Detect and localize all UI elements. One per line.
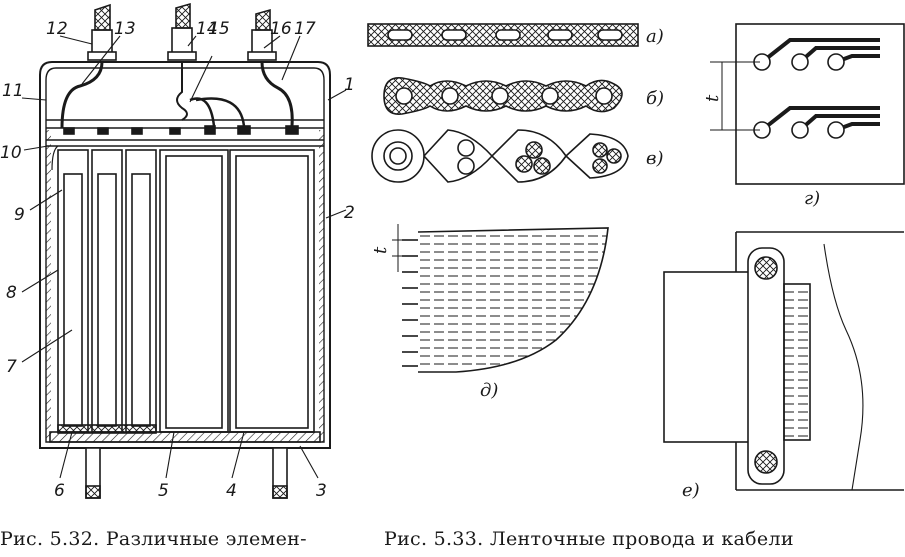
sublabels: а) б) в) г) д) е) t t (370, 26, 820, 501)
callout-6: 6 (54, 481, 65, 501)
pitch-label-g: t (702, 94, 723, 102)
sublabel-b: б) (646, 88, 664, 109)
callout-12: 12 (46, 19, 68, 39)
terminals (87, 2, 277, 61)
callout-1: 1 (344, 75, 355, 95)
callout-4: 4 (226, 481, 237, 501)
callout-3: 3 (316, 481, 327, 501)
sublabel-g: г) (804, 188, 820, 209)
pcb-panel (710, 23, 905, 185)
callout-11: 11 (2, 81, 24, 101)
ribbon-flat (367, 23, 639, 47)
callout-10: 10 (0, 143, 22, 163)
sublabel-v: в) (646, 148, 664, 169)
callout-5: 5 (158, 481, 169, 501)
callout-16: 16 (270, 19, 292, 39)
callout-2: 2 (344, 203, 355, 223)
ribbon-fanout (392, 224, 609, 373)
ribbon-beaded (383, 77, 623, 115)
callout-15: 15 (208, 19, 230, 39)
pitch-label-d: t (370, 246, 391, 254)
callout-numbers: 12 13 14 15 16 17 11 1 10 9 2 8 7 6 5 4 … (0, 19, 355, 501)
figure-caption-left: Рис. 5.32. Различные элемен- (0, 528, 307, 550)
tube-cells (57, 149, 157, 434)
callout-9: 9 (14, 205, 25, 225)
callout-17: 17 (294, 19, 316, 39)
callout-14: 14 (196, 19, 218, 39)
callout-7: 7 (6, 357, 17, 377)
figure-caption-right: Рис. 5.33. Ленточные провода и кабели (384, 528, 794, 550)
ribbon-twisted (371, 129, 629, 183)
sublabel-e: е) (682, 480, 700, 501)
housing-drawing (21, 2, 347, 499)
connector-bracket (663, 231, 904, 491)
callout-8: 8 (6, 283, 17, 303)
callout-13: 13 (114, 19, 136, 39)
sublabel-a: а) (646, 26, 664, 47)
sublabel-d: д) (480, 380, 498, 401)
